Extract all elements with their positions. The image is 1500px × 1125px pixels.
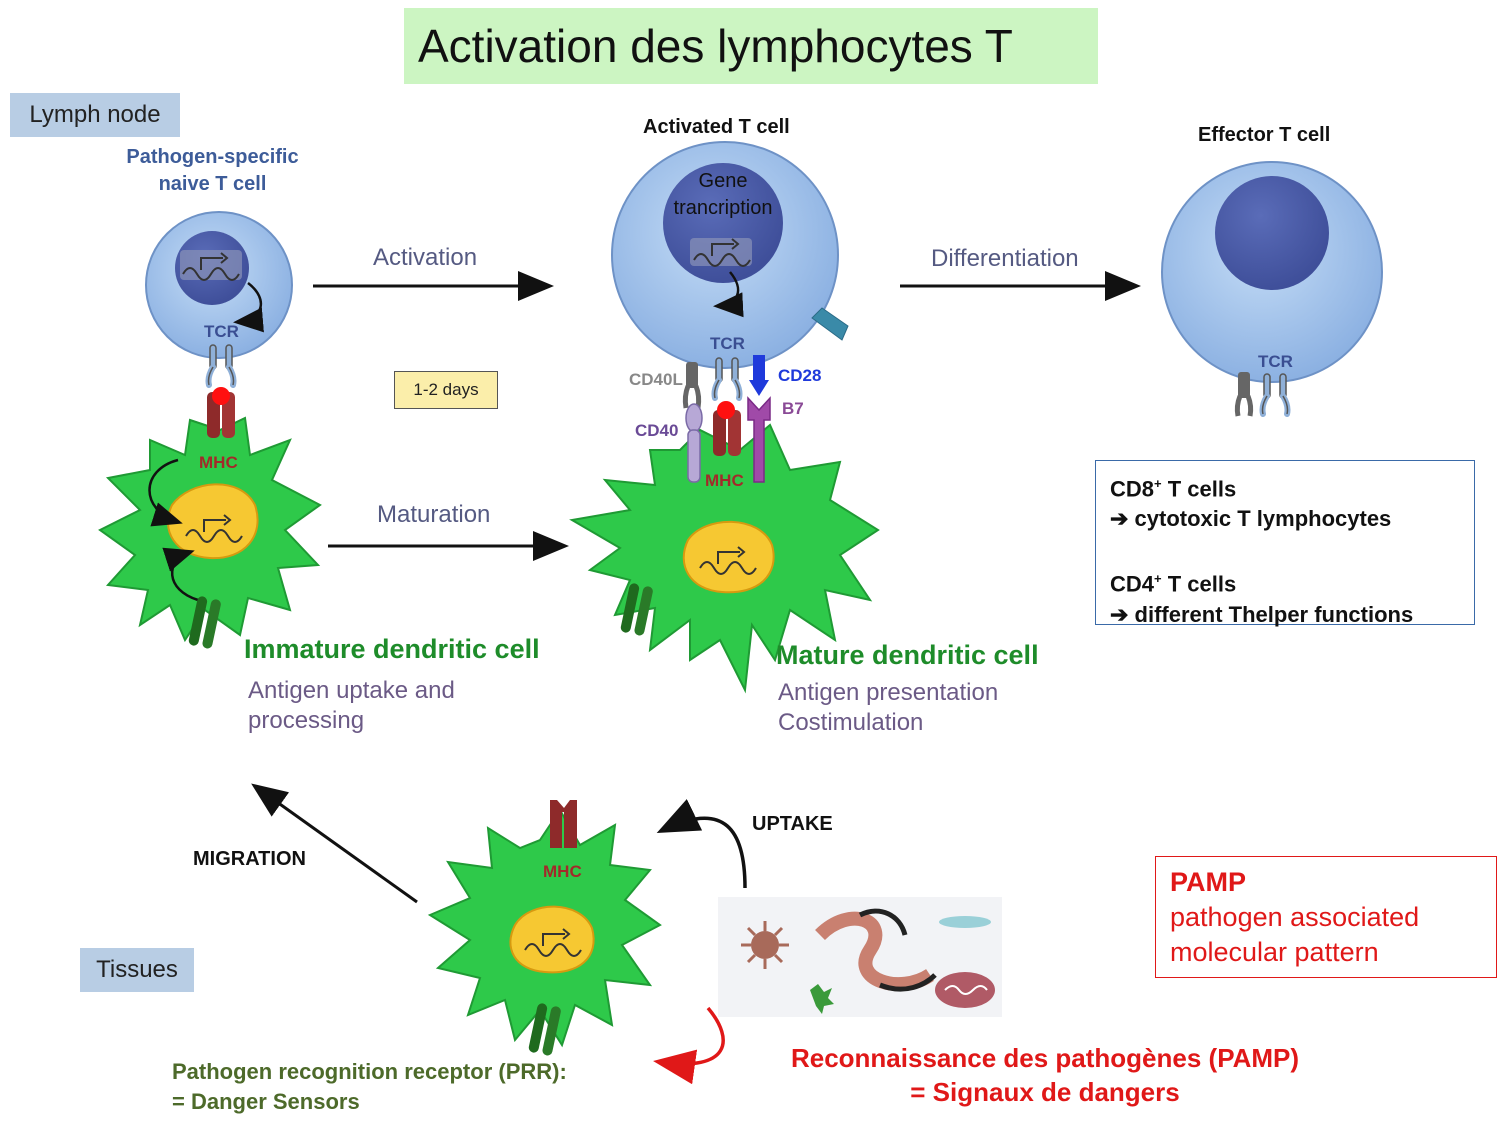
cd8-label: CD8 — [1110, 476, 1155, 502]
cd4-result: ➔ different Thelper functions — [1110, 601, 1414, 627]
immature-mhc-label: MHC — [199, 453, 238, 472]
prr-line1: Pathogen recognition receptor (PRR): — [172, 1059, 567, 1084]
info-spacer — [1110, 534, 1460, 564]
cd40l-label: CD40L — [629, 370, 683, 389]
mature-dc-desc-line1: Antigen presentation — [778, 679, 999, 706]
gene-label-line2: trancription — [673, 197, 773, 219]
cd40-icon — [685, 403, 703, 483]
pamp-box: PAMP pathogen associated molecular patte… — [1155, 856, 1497, 978]
timing-badge: 1-2 days — [394, 371, 498, 409]
uptake-arrow — [656, 799, 747, 889]
cd28-icon — [749, 355, 769, 396]
naive-tcr-label: TCR — [204, 322, 239, 341]
zone-lymph-node: Lymph node — [10, 93, 180, 137]
cd40l-icon — [682, 362, 702, 409]
tissue-mhc-label: MHC — [543, 862, 582, 881]
cd4-line: CD4+ T cells — [1110, 564, 1460, 599]
immature-dendritic-cell — [98, 387, 322, 650]
mature-dc-title: Mature dendritic cell — [776, 640, 1039, 670]
pathogens-image-icon — [718, 897, 1002, 1017]
b7-label: B7 — [782, 399, 804, 418]
differentiation-label: Differentiation — [931, 245, 1079, 272]
tissue-dendritic-cell — [427, 800, 662, 1057]
migration-arrow — [251, 783, 418, 904]
immature-dc-desc-line2: processing — [248, 707, 365, 734]
effector-tcr-label: TCR — [1258, 352, 1293, 371]
immature-dc-desc-line1: Antigen uptake and — [248, 677, 455, 704]
pamp-line2: molecular pattern — [1170, 937, 1379, 967]
antigen-dot-icon — [212, 387, 230, 405]
antigen-dot-icon — [717, 401, 735, 419]
naive-t-cell — [145, 211, 293, 385]
surface-molecule-icon — [811, 307, 849, 341]
cd40l-icon — [1234, 372, 1254, 417]
migration-label: MIGRATION — [193, 848, 306, 870]
prr-line2: = Danger Sensors — [172, 1089, 360, 1114]
naive-cell-label-line2: naive T cell — [158, 173, 267, 195]
effector-t-cell — [1161, 161, 1383, 417]
uptake-label: UPTAKE — [752, 813, 833, 835]
cd4-rest: T cells — [1161, 571, 1237, 597]
cd8-rest: T cells — [1161, 476, 1237, 502]
pamp-line1: pathogen associated — [1170, 902, 1420, 932]
gene-label-line1: Gene — [698, 170, 748, 192]
cd8-sup: + — [1154, 476, 1162, 491]
mature-dendritic-cell — [569, 396, 880, 694]
recognition-arrow — [653, 1006, 725, 1085]
maturation-label: Maturation — [377, 501, 491, 528]
cd4-label: CD4 — [1110, 571, 1155, 597]
mature-dc-desc-line2: Costimulation — [778, 709, 924, 736]
naive-cell-label-line1: Pathogen-specific — [126, 146, 299, 168]
activation-label: Activation — [373, 244, 478, 271]
activated-tcr-label: TCR — [710, 334, 745, 353]
effector-info-box: CD8+ T cells ➔ cytotoxic T lymphocytes C… — [1095, 460, 1475, 627]
effector-cell-label: Effector T cell — [1198, 124, 1331, 146]
cd40-label: CD40 — [635, 421, 679, 440]
mhc-molecule-icon — [550, 800, 577, 848]
activated-cell-label: Activated T cell — [643, 116, 790, 138]
page-title: Activation des lymphocytes T — [404, 8, 1098, 84]
cd8-line: CD8+ T cells — [1110, 469, 1460, 504]
cd28-label: CD28 — [778, 366, 822, 385]
mature-mhc-label: MHC — [705, 471, 744, 490]
b7-icon — [747, 396, 771, 483]
pamp-heading: PAMP — [1170, 867, 1247, 897]
recognition-line2: = Signaux de dangers — [910, 1077, 1180, 1107]
recognition-line1: Reconnaissance des pathogènes (PAMP) — [790, 1043, 1300, 1073]
cd4-sup: + — [1154, 571, 1162, 587]
zone-tissues: Tissues — [80, 948, 194, 992]
activated-t-cell — [611, 141, 849, 409]
cd8-result: ➔ cytotoxic T lymphocytes — [1110, 506, 1392, 532]
immature-dc-title: Immature dendritic cell — [244, 634, 540, 664]
